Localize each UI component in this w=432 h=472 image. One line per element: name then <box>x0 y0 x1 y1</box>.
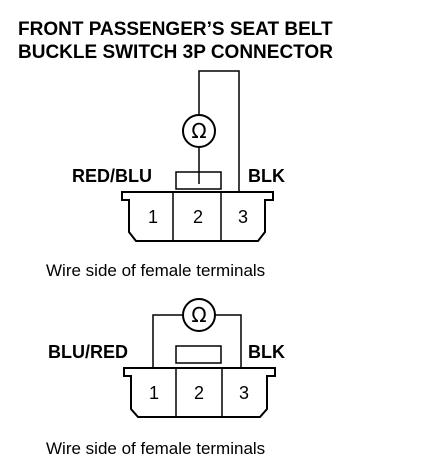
title-line-2: BUCKLE SWITCH 3P CONNECTOR <box>18 42 333 63</box>
ohm-symbol: Ω <box>191 119 206 143</box>
wire-label-right: BLK <box>248 166 285 186</box>
probe-lead-right <box>198 70 240 192</box>
probe-lead-right <box>215 314 242 368</box>
wire-label-right: BLK <box>248 342 285 362</box>
connector-housing <box>121 191 274 242</box>
diagram-caption: Wire side of female terminals <box>46 439 265 458</box>
probe-lead-left <box>152 314 183 368</box>
terminal-number: 1 <box>149 383 159 403</box>
terminal-number: 1 <box>148 207 158 227</box>
ohm-symbol: Ω <box>191 303 206 327</box>
connector-diagram-1: Ω RED/BLU BLK 1 2 3 Wire side of female … <box>46 70 285 280</box>
terminal-number: 3 <box>238 207 248 227</box>
probe-tip <box>175 171 222 190</box>
wire-label-left: BLU/RED <box>48 342 128 362</box>
terminal-number: 2 <box>194 383 204 403</box>
terminal-number: 2 <box>193 207 203 227</box>
wire-label-left: RED/BLU <box>72 166 152 186</box>
diagram-caption: Wire side of female terminals <box>46 261 265 280</box>
ohmmeter-icon: Ω <box>182 114 216 148</box>
title-line-1: FRONT PASSENGER’S SEAT BELT <box>18 19 333 40</box>
ohmmeter-icon: Ω <box>182 298 216 332</box>
connector-diagram-2: Ω BLU/RED BLK 1 2 3 Wire side of female … <box>46 298 285 458</box>
jumper-wire <box>175 345 222 364</box>
connector-housing <box>123 367 276 418</box>
terminal-number: 3 <box>239 383 249 403</box>
